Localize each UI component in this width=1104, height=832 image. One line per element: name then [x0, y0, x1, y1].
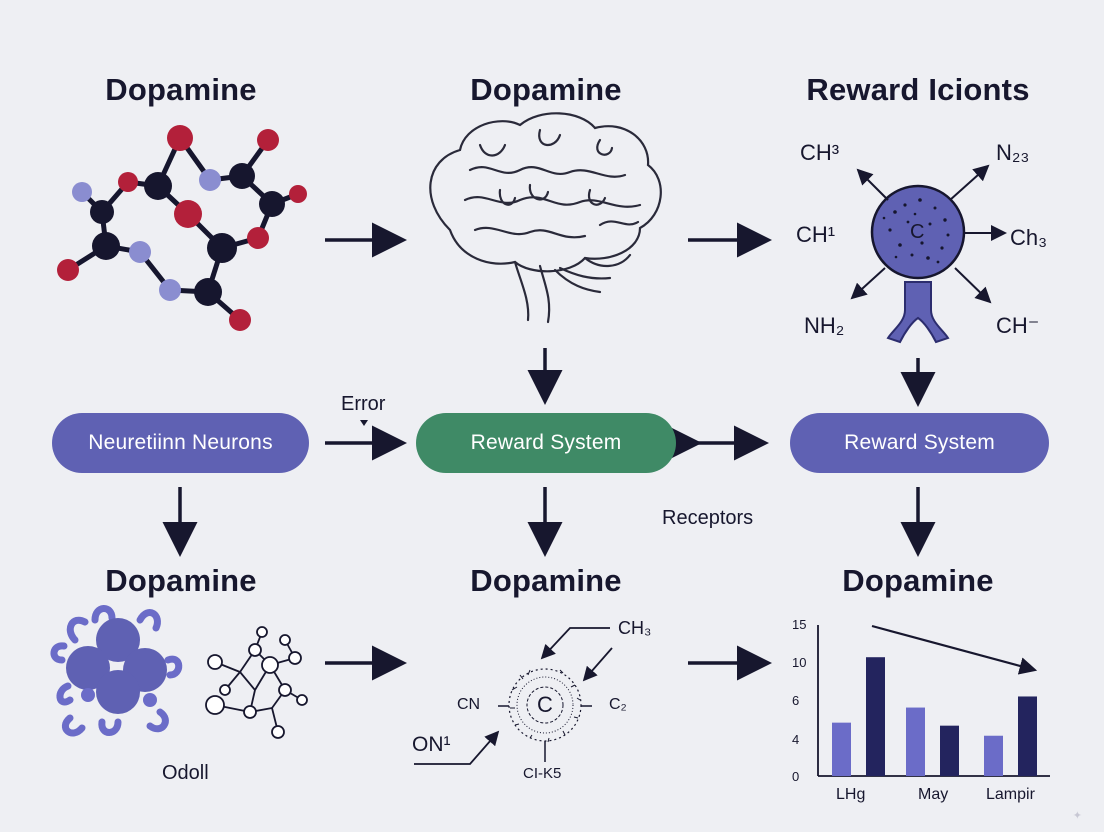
chem-ch3-top: CH³ [800, 140, 840, 165]
x-category-label: Lampir [986, 786, 1035, 803]
x-category-label: LHg [836, 786, 866, 803]
bar-chart [817, 624, 1050, 777]
title-top-right: Reward Icionts [806, 72, 1030, 107]
y-tick-label: 0 [792, 769, 800, 784]
bar-lampir-1 [984, 735, 1003, 776]
chem-ch1: CH¹ [796, 222, 836, 247]
trend-arrow [871, 624, 1038, 675]
y-tick-label: 4 [792, 732, 800, 747]
node-reward-system-center: Reward System [416, 413, 676, 473]
chem-ch3-right: Ch₃ [1010, 225, 1048, 250]
label-odoll: Odoll [162, 762, 209, 784]
skeletal-molecule-illustration [205, 626, 308, 739]
title-top-center: Dopamine [470, 72, 622, 107]
chem-ch-minus: CH⁻ [996, 313, 1040, 338]
title-bottom-right: Dopamine [842, 563, 994, 598]
y-tick-label: 10 [792, 655, 807, 670]
molecule-atoms [57, 125, 307, 331]
chem-c-center: C [910, 221, 925, 243]
title-top-left: Dopamine [105, 72, 257, 107]
bar-lhg-2 [866, 657, 885, 776]
bar-may-1 [906, 707, 925, 776]
mol-ch3: CH₃ [618, 618, 652, 638]
receptor-illustration [850, 164, 1007, 344]
mol-c-center: C [537, 692, 553, 717]
fuzzy-molecule-illustration [414, 627, 613, 765]
y-tick-label: 6 [792, 693, 800, 708]
mol-on1: ON¹ [412, 733, 451, 756]
mol-cn: CN [457, 696, 481, 713]
label-error: Error [341, 393, 386, 415]
title-bottom-left: Dopamine [105, 563, 257, 598]
corner-watermark: ✦ [1072, 810, 1082, 822]
chem-n23: N₂₃ [996, 140, 1030, 165]
protein-complex-illustration [50, 605, 183, 737]
brain-illustration [429, 112, 662, 324]
mol-c2: C₂ [609, 696, 627, 713]
node-neuretiinn-neurons: Neuretiinn Neurons [52, 413, 309, 473]
title-bottom-center: Dopamine [470, 563, 622, 598]
bar-may-2 [940, 725, 959, 776]
bar-lampir-2 [1018, 696, 1037, 776]
node-reward-system-right: Reward System [790, 413, 1049, 473]
y-tick-label: 15 [792, 617, 807, 632]
label-receptors: Receptors [662, 507, 754, 529]
chem-nh2: NH₂ [804, 313, 845, 338]
bar-lhg-1 [832, 722, 851, 776]
mol-ci-k5: CI-K5 [523, 765, 562, 782]
x-category-label: May [918, 786, 949, 803]
